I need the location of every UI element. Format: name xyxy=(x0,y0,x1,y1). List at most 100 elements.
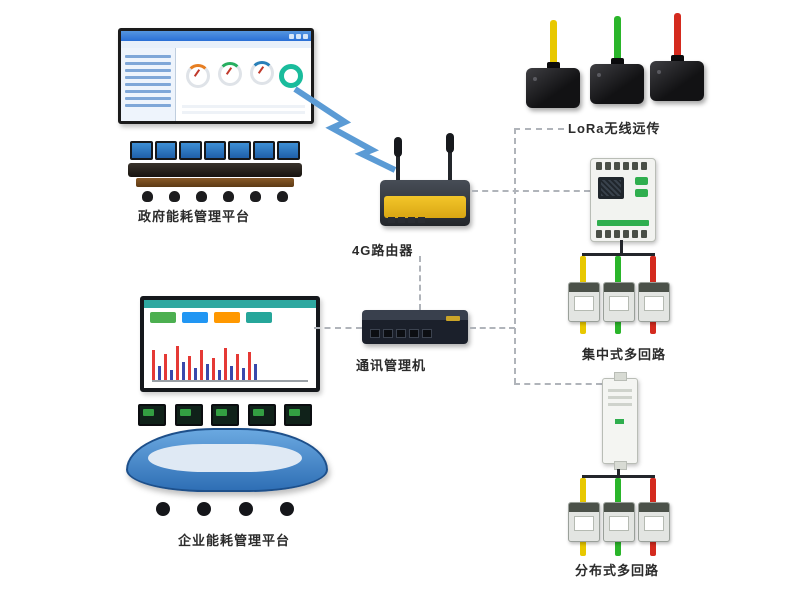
din-terminal-bottom xyxy=(614,461,627,470)
bar xyxy=(176,346,179,380)
comm-manager-ports xyxy=(370,329,432,338)
minimize-icon xyxy=(289,33,294,39)
bar xyxy=(224,348,227,380)
comm-manager-body xyxy=(362,310,468,344)
meter-terminals-bottom xyxy=(596,230,647,238)
distributed-din-meter xyxy=(602,372,638,470)
lora-antenna-base xyxy=(611,58,624,66)
centralized-label: 集中式多回路 xyxy=(582,347,667,362)
control-room-desk-wood xyxy=(136,178,294,187)
connector-router-comm xyxy=(419,256,421,310)
dashboard-main xyxy=(176,48,311,121)
branch-meter-1 xyxy=(568,282,600,322)
lora-antenna-base xyxy=(547,62,560,70)
cable-din-split xyxy=(582,475,655,478)
dashboard-body xyxy=(121,48,311,121)
connector-screen-comm xyxy=(314,327,362,329)
bar xyxy=(194,368,197,380)
connector-comm-bus xyxy=(470,327,515,329)
bar xyxy=(242,368,245,380)
router-body xyxy=(380,180,470,226)
maximize-icon xyxy=(296,33,301,39)
din-grooves xyxy=(608,389,632,392)
kpi-tiles xyxy=(144,308,316,327)
enterprise-dashboard-screen xyxy=(140,296,320,392)
router-antenna-right xyxy=(446,133,454,184)
branch-meter-3 xyxy=(638,282,670,322)
gauge-icon-1 xyxy=(186,64,210,88)
meter-buttons xyxy=(635,177,648,197)
lora-label: LoRa无线远传 xyxy=(568,121,661,136)
centralized-meter-device xyxy=(590,158,656,242)
gauge-icon-3 xyxy=(250,61,274,85)
comm-manager-label: 通讯管理机 xyxy=(356,358,427,373)
bar xyxy=(212,358,215,380)
bar xyxy=(236,354,239,380)
lora-antenna-green xyxy=(614,16,621,62)
window-titlebar xyxy=(121,31,311,41)
bar xyxy=(164,354,167,380)
cable-meter-down xyxy=(620,240,623,254)
router-antenna-left xyxy=(394,137,402,184)
gov-control-room xyxy=(128,134,302,206)
connector-bus-din xyxy=(514,383,602,385)
bar xyxy=(248,352,251,380)
control-room-console xyxy=(128,163,302,177)
enterprise-desk-monitors xyxy=(138,398,312,426)
meter-brand-strip xyxy=(597,220,649,226)
control-room-monitors xyxy=(129,138,301,160)
bar xyxy=(170,370,173,380)
bar xyxy=(200,350,203,380)
lora-led xyxy=(657,70,661,74)
router-4g-device xyxy=(380,132,470,228)
router-front-panel xyxy=(384,196,466,218)
lora-device-1 xyxy=(526,20,580,110)
connector-router-meter xyxy=(472,190,590,192)
lora-led xyxy=(533,77,537,81)
gov-platform-label: 政府能耗管理平台 xyxy=(138,209,251,224)
bar xyxy=(188,356,191,380)
lora-body xyxy=(590,64,644,104)
lora-device-2 xyxy=(590,16,644,106)
dashboard-sidebar xyxy=(121,48,176,121)
din-led xyxy=(615,419,624,424)
donut-chart-icon xyxy=(279,64,303,88)
dashboard-table-rows xyxy=(182,105,305,117)
connector-bus-vertical xyxy=(514,128,516,384)
lora-led xyxy=(597,73,601,77)
lora-body xyxy=(650,61,704,101)
cable-meter-split xyxy=(582,253,655,256)
connector-bus-lora xyxy=(514,128,564,130)
bar-chart xyxy=(152,338,308,382)
cable-din-down xyxy=(617,469,620,478)
branch-meter-2 xyxy=(603,282,635,322)
meter-lcd xyxy=(598,177,624,199)
close-icon xyxy=(303,33,308,39)
bar xyxy=(206,364,209,380)
comm-manager-device xyxy=(362,310,468,344)
din-terminal-top xyxy=(614,372,627,381)
comm-manager-led xyxy=(446,316,460,321)
bar xyxy=(254,364,257,380)
wireless-lightning-connector xyxy=(293,86,397,173)
gov-dashboard-screen xyxy=(118,28,314,124)
enterprise-desk-inner xyxy=(148,444,302,472)
branch-meter-4 xyxy=(568,502,600,542)
router-ports xyxy=(388,217,425,223)
lora-antenna-yellow xyxy=(550,20,557,66)
gauge-icon-2 xyxy=(218,62,242,86)
enterprise-control-desk xyxy=(126,392,328,524)
bar xyxy=(152,350,155,380)
bar xyxy=(158,366,161,380)
branch-meter-5 xyxy=(603,502,635,542)
meter-terminals-top xyxy=(596,162,647,170)
enterprise-desk-chairs xyxy=(142,502,308,516)
bar xyxy=(218,370,221,380)
enterprise-platform-label: 企业能耗管理平台 xyxy=(178,533,291,548)
router-label: 4G路由器 xyxy=(352,243,414,258)
bar xyxy=(230,366,233,380)
lora-antenna-red xyxy=(674,13,681,59)
lora-antenna-base xyxy=(671,55,684,63)
lora-body xyxy=(526,68,580,108)
